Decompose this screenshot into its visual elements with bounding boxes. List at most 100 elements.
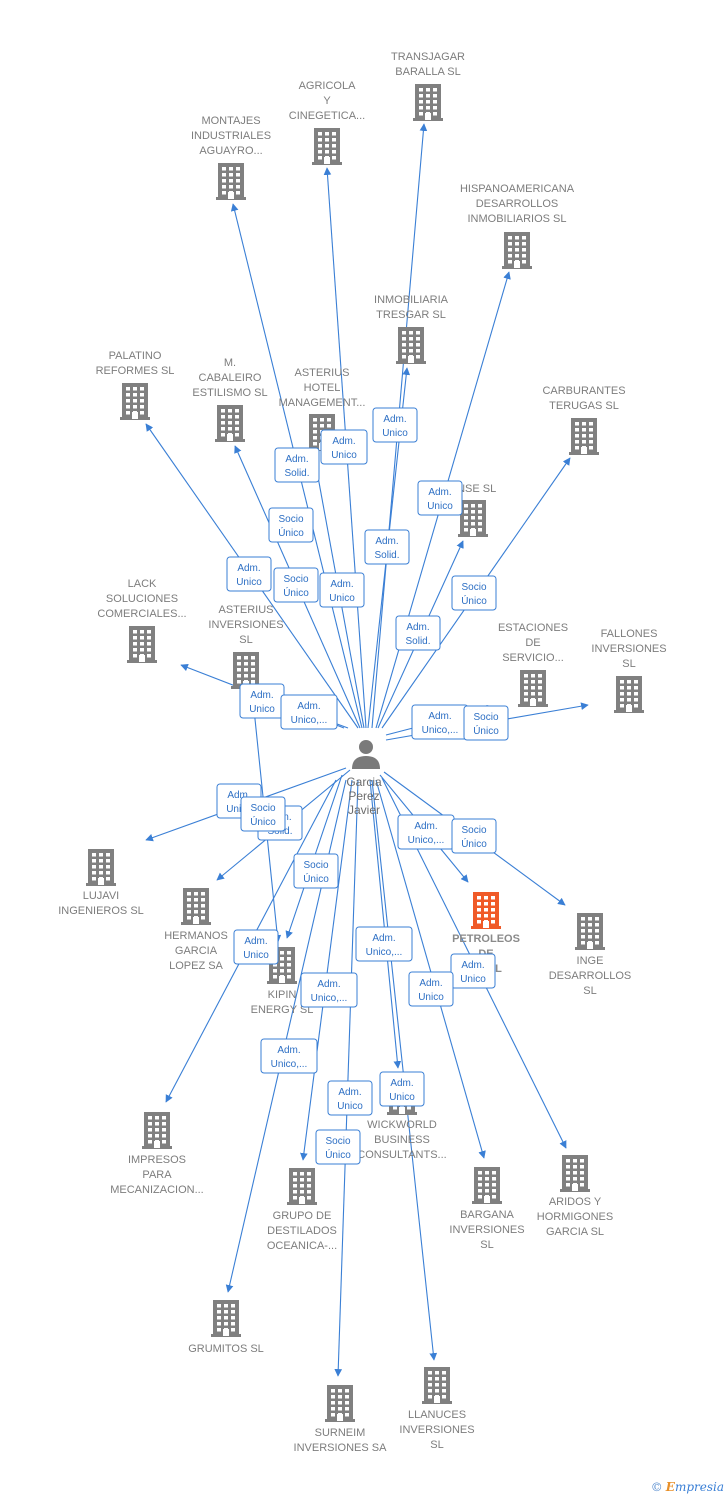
company-node-agricola[interactable]: AGRICOLAYCINEGETICA... bbox=[289, 80, 365, 165]
company-node-hispano[interactable]: HISPANOAMERICANADESARROLLOSINMOBILIARIOS… bbox=[460, 183, 575, 269]
company-label-line: BARALLA SL bbox=[395, 66, 460, 78]
company-label-line: LOPEZ SA bbox=[169, 960, 223, 972]
company-label-line: Y bbox=[323, 95, 331, 107]
relation-label-text: Unico bbox=[460, 974, 486, 985]
relation-label-text: Unico bbox=[337, 1101, 363, 1112]
relation-label[interactable]: Adm.Solid. bbox=[364, 529, 410, 565]
relation-label[interactable]: Adm.Unico,... bbox=[280, 694, 338, 730]
company-label-line: MANAGEMENT... bbox=[279, 397, 366, 409]
company-label-line: BARGANA bbox=[460, 1209, 514, 1221]
relation-label[interactable]: Adm. Unico bbox=[450, 953, 496, 989]
building-icon bbox=[215, 405, 245, 442]
building-icon bbox=[211, 1300, 241, 1337]
company-label-line: REFORMES SL bbox=[96, 365, 175, 377]
building-icon bbox=[502, 232, 532, 269]
building-icon bbox=[560, 1155, 590, 1192]
relation-label-text: Unico bbox=[382, 428, 408, 439]
company-node-lack[interactable]: LACKSOLUCIONESCOMERCIALES... bbox=[97, 578, 187, 663]
relation-label[interactable]: Adm.Unico bbox=[417, 480, 463, 516]
company-label-line: HORMIGONES bbox=[537, 1211, 613, 1223]
relation-label[interactable]: Adm.Unico bbox=[327, 1080, 373, 1116]
company-node-montajes[interactable]: MONTAJESINDUSTRIALESAGUAYRO... bbox=[191, 115, 271, 200]
company-label-line: CONSULTANTS... bbox=[357, 1149, 446, 1161]
company-label-line: IMPRESOS bbox=[128, 1154, 186, 1166]
company-label-line: DESARROLLOS bbox=[549, 970, 632, 982]
relation-label[interactable]: Adm.Unico,... bbox=[300, 972, 358, 1008]
company-label-line: DESARROLLOS bbox=[476, 198, 559, 210]
relation-label-text: Único bbox=[461, 594, 487, 607]
company-node-grupo[interactable]: GRUPO DEDESTILADOSOCEANICA-... bbox=[267, 1168, 337, 1252]
company-label-line: DESTILADOS bbox=[267, 1225, 337, 1237]
relation-label-text: Adm. bbox=[375, 536, 398, 547]
relation-label[interactable]: Adm.Unico bbox=[239, 683, 285, 719]
relation-label-text: Solid. bbox=[284, 468, 309, 479]
relation-edge-21 bbox=[300, 779, 353, 1161]
building-icon bbox=[471, 892, 501, 929]
relation-label[interactable]: Adm.Unico bbox=[233, 929, 279, 965]
company-label-line: INVERSIONES bbox=[449, 1224, 524, 1236]
relation-edge-22 bbox=[375, 779, 486, 1159]
relation-label-box bbox=[315, 1129, 361, 1165]
relation-label[interactable]: Adm.Unico,... bbox=[355, 926, 413, 962]
relation-label[interactable]: Adm. Solid. bbox=[274, 447, 320, 483]
company-label-line: TRESGAR SL bbox=[376, 309, 446, 321]
company-node-estaciones[interactable]: ESTACIONESDESERVICIO... bbox=[498, 622, 568, 707]
relation-label-box bbox=[395, 615, 441, 651]
company-label-line: DE bbox=[525, 637, 540, 649]
relation-label-text: Adm. bbox=[461, 960, 484, 971]
relation-label-box bbox=[451, 818, 497, 854]
relation-label-text: Adm. bbox=[237, 563, 260, 574]
building-icon bbox=[472, 1167, 502, 1204]
company-label-line: ARIDOS Y bbox=[549, 1196, 602, 1208]
relation-label[interactable]: Adm.Unico bbox=[320, 429, 368, 465]
relation-label[interactable]: Adm.Unico bbox=[379, 1071, 425, 1107]
relation-label[interactable]: Adm.Unico bbox=[226, 556, 272, 592]
relation-label[interactable]: Adm.Unico,... bbox=[411, 704, 469, 740]
person-icon bbox=[352, 740, 380, 769]
relation-label-text: Adm. bbox=[285, 454, 308, 465]
relation-label[interactable]: Adm.Unico bbox=[372, 407, 418, 443]
company-label-line: SL bbox=[622, 658, 635, 670]
relation-label[interactable]: Adm.Unico,... bbox=[260, 1038, 318, 1074]
relation-label-box bbox=[293, 853, 339, 889]
company-label-line: ASTERIUS bbox=[294, 367, 349, 379]
relation-label-box bbox=[355, 926, 413, 962]
relation-label[interactable]: Adm.Unico,... bbox=[397, 814, 455, 850]
building-icon bbox=[120, 383, 150, 420]
relation-label-text: Socio bbox=[303, 860, 328, 871]
building-icon bbox=[325, 1385, 355, 1422]
relation-label[interactable]: Adm.Unico bbox=[319, 572, 365, 608]
relation-label[interactable]: Adm.Unico bbox=[408, 971, 454, 1007]
relation-label[interactable]: Adm.Solid. bbox=[395, 615, 441, 651]
relation-label-text: Único bbox=[278, 526, 304, 539]
brand-initial: E bbox=[665, 1480, 675, 1494]
company-label-line: AGRICOLA bbox=[299, 80, 357, 92]
company-node-grumitos[interactable]: GRUMITOS SL bbox=[188, 1300, 264, 1355]
company-node-impresos[interactable]: IMPRESOSPARAMECANIZACION... bbox=[110, 1112, 204, 1196]
relations-layer: Adm.UnicoAdm.Solid.Adm.UnicoAdm.UnicoSoc… bbox=[216, 407, 509, 1165]
